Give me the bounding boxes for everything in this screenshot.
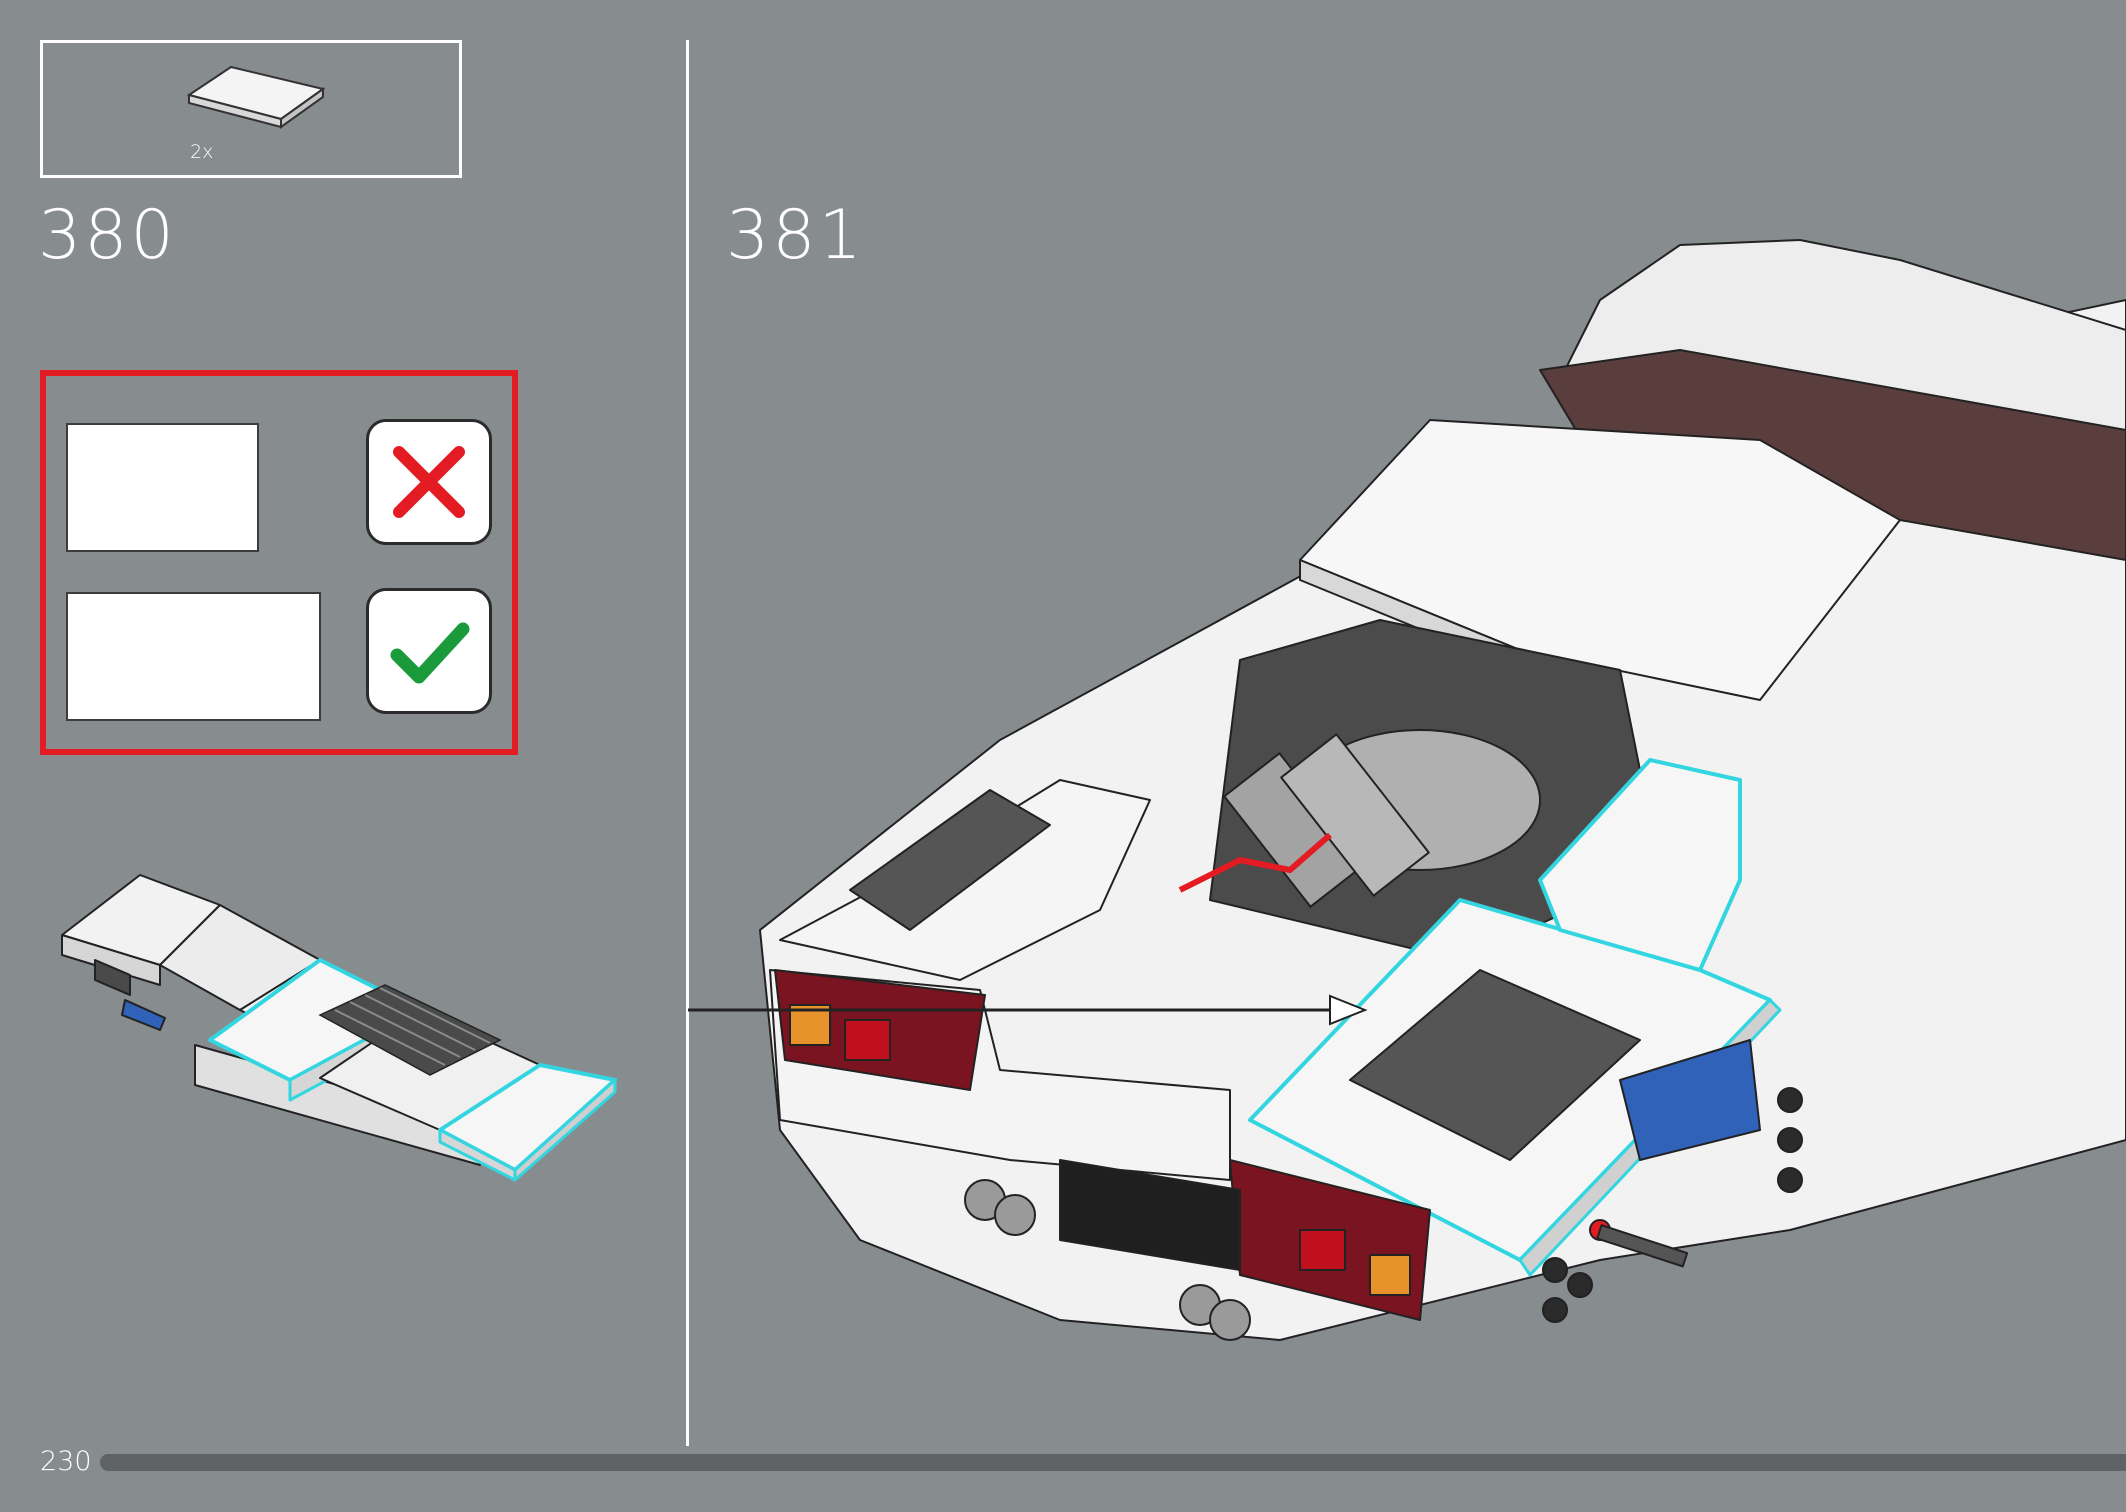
parts-list-box: 2x xyxy=(40,40,462,178)
step-divider xyxy=(686,40,689,1446)
correct-badge xyxy=(366,588,492,714)
orientation-callout xyxy=(40,370,518,755)
part-quantity: 2x xyxy=(190,141,214,163)
white-tile-icon xyxy=(186,65,326,129)
long-tile-sample xyxy=(66,592,321,721)
short-tile-sample xyxy=(66,423,259,552)
car-model-illustration xyxy=(688,239,2126,1341)
wrong-cross-icon xyxy=(393,446,465,518)
progress-bar xyxy=(100,1454,2126,1471)
correct-check-icon xyxy=(390,622,470,684)
sub-assembly-illustration xyxy=(61,874,617,1182)
step-number-380: 380 xyxy=(38,196,177,275)
progress-fill xyxy=(100,1454,2126,1471)
page-number: 230 xyxy=(40,1446,92,1477)
step-number-381: 381 xyxy=(726,196,865,275)
wrong-badge xyxy=(366,419,492,545)
